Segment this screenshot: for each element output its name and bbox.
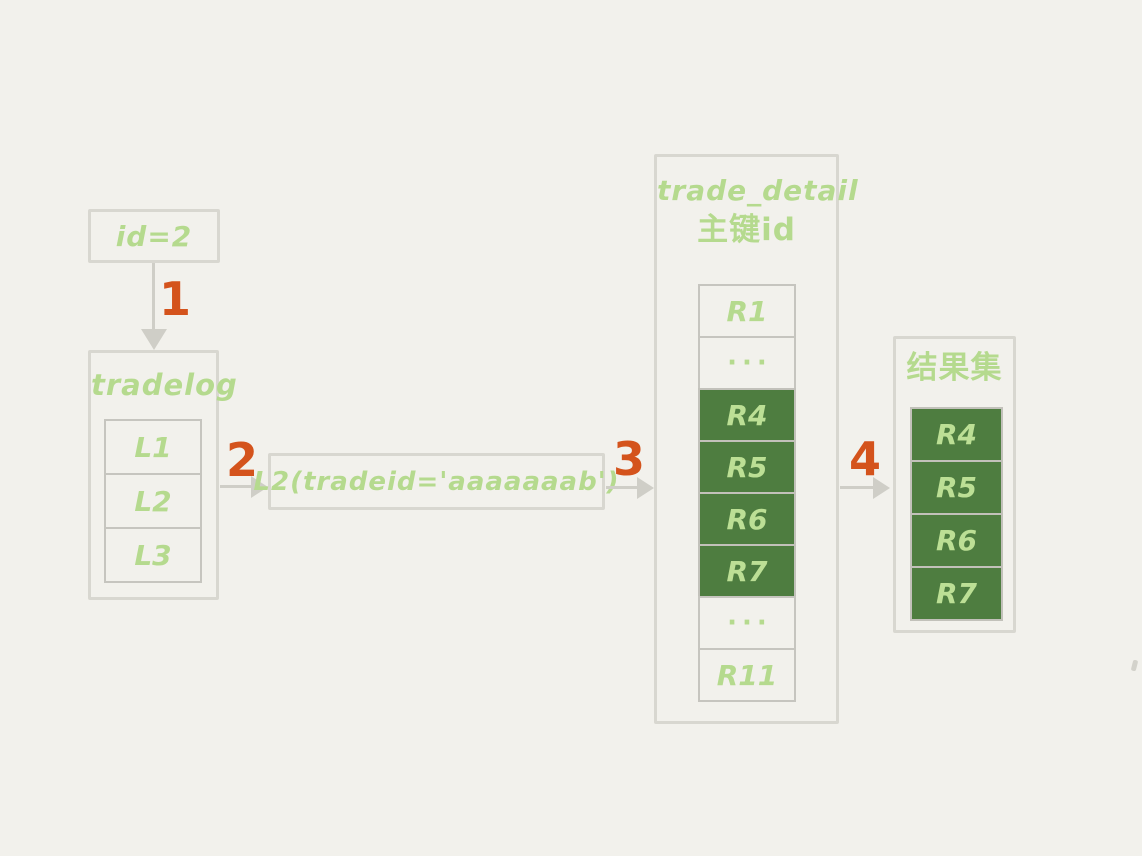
table-row-highlighted: R4 <box>698 388 796 442</box>
table-row-highlighted: R6 <box>910 513 1003 568</box>
result-set-title: 结果集 <box>906 350 1003 386</box>
arrow-4-head-icon <box>873 477 890 499</box>
table-row: L1 <box>104 419 202 475</box>
id-value-label: id=2 <box>115 219 193 253</box>
arrow-3-head-icon <box>637 477 654 499</box>
table-row-highlighted: R5 <box>910 460 1003 515</box>
table-row-highlighted: R4 <box>910 407 1003 462</box>
table-row-highlighted: R6 <box>698 492 796 546</box>
table-row: R1 <box>698 284 796 338</box>
trade-detail-subtitle: 主键id <box>697 212 796 249</box>
table-row-highlighted: R5 <box>698 440 796 494</box>
arrow-2-line <box>220 485 254 488</box>
step-3-label: 3 <box>613 432 646 486</box>
result-set-table: 结果集 R4 R5 R6 R7 <box>893 336 1016 633</box>
trade-detail-table: trade_detail 主键id R1 ··· R4 R5 R6 R7 ···… <box>654 154 859 724</box>
table-row-ellipsis: ··· <box>698 336 796 390</box>
tradelog-rows: L1 L2 L3 <box>104 419 202 583</box>
index-query-label: L2(tradeid='aaaaaaab') <box>253 466 620 497</box>
arrow-1-head-icon <box>141 329 167 350</box>
table-row: L2 <box>104 473 202 529</box>
table-row-highlighted: R7 <box>910 566 1003 621</box>
tradelog-title: tradelog <box>91 368 238 402</box>
arrow-1-line <box>152 263 155 331</box>
arrow-2-head-icon <box>251 476 268 498</box>
step-4-label: 4 <box>849 432 882 486</box>
table-row: L3 <box>104 527 202 583</box>
stray-pen-mark <box>1130 659 1139 672</box>
table-row: R11 <box>698 648 796 702</box>
id-value-box: id=2 <box>88 209 220 263</box>
table-row-ellipsis: ··· <box>698 596 796 650</box>
step-2-label: 2 <box>226 433 259 487</box>
trade-detail-rows: R1 ··· R4 R5 R6 R7 ··· R11 <box>698 284 796 702</box>
result-set-rows: R4 R5 R6 R7 <box>910 407 1003 621</box>
arrow-4-line <box>840 486 876 489</box>
trade-detail-title: trade_detail <box>657 174 859 207</box>
arrow-3-line <box>606 486 640 489</box>
table-row-highlighted: R7 <box>698 544 796 598</box>
index-query-box: L2(tradeid='aaaaaaab') <box>253 453 620 510</box>
tradelog-table: tradelog L1 L2 L3 <box>88 350 238 600</box>
step-1-label: 1 <box>159 272 192 326</box>
